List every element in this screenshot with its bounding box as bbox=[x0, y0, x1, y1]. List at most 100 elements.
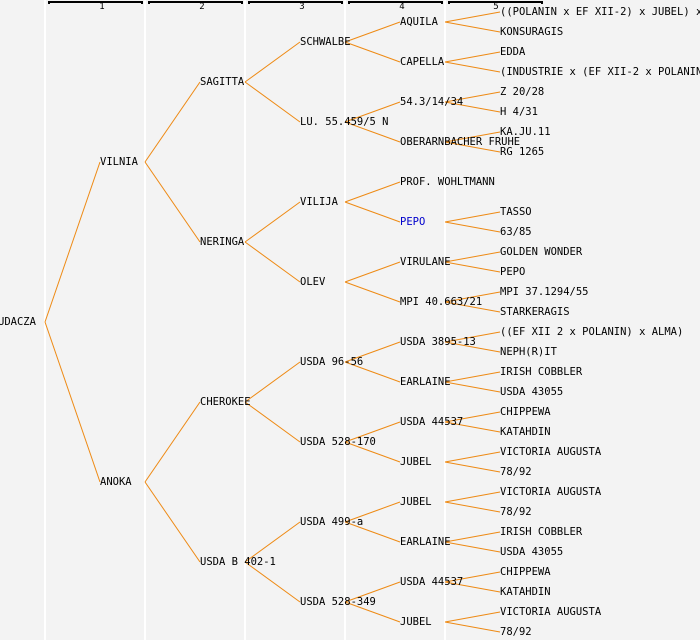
pedigree-node-gen-5[interactable]: GOLDEN WONDER bbox=[500, 246, 583, 258]
pedigree-node-gen-5[interactable]: 63/85 bbox=[500, 226, 532, 238]
pedigree-node-gen-5[interactable]: MPI 37.1294/55 bbox=[500, 286, 589, 298]
pedigree-node-gen-5[interactable]: CHIPPEWA bbox=[500, 566, 551, 578]
pedigree-node-gen-5[interactable]: IRISH COBBLER bbox=[500, 526, 583, 538]
pedigree-node-gen-5[interactable]: KA.JU.11 bbox=[500, 126, 551, 138]
pedigree-node-gen-4[interactable]: PEPO bbox=[400, 216, 426, 228]
pedigree-node-gen-4[interactable]: JUBEL bbox=[400, 496, 432, 508]
pedigree-node-gen-3[interactable]: SCHWALBE bbox=[300, 36, 351, 48]
pedigree-node-gen-2[interactable]: NERINGA bbox=[200, 236, 245, 248]
pedigree-node-gen-4[interactable]: JUBEL bbox=[400, 616, 432, 628]
pedigree-node-gen-5[interactable]: NEPH(R)IT bbox=[500, 346, 557, 358]
pedigree-node-gen-4[interactable]: USDA 3895-13 bbox=[400, 336, 476, 348]
pedigree-node-gen-4[interactable]: USDA 44537 bbox=[400, 416, 464, 428]
pedigree-node-gen-5[interactable]: VICTORIA AUGUSTA bbox=[500, 486, 602, 498]
pedigree-node-gen-5[interactable]: (INDUSTRIE x (EF XII-2 x POLANIN)) bbox=[500, 66, 700, 78]
connector-line bbox=[444, 411, 501, 423]
connector-line bbox=[344, 21, 401, 43]
connector-line bbox=[444, 251, 501, 263]
pedigree-node-gen-5[interactable]: STARKERAGIS bbox=[500, 306, 570, 318]
column-separator bbox=[444, 0, 446, 640]
pedigree-node-gen-3[interactable]: USDA 499-a bbox=[300, 516, 364, 528]
generation-header-bracket bbox=[148, 1, 243, 4]
pedigree-node-gen-5[interactable]: 78/92 bbox=[500, 626, 532, 638]
pedigree-node-gen-5[interactable]: EDDA bbox=[500, 46, 526, 58]
pedigree-node-gen-5[interactable]: Z 20/28 bbox=[500, 86, 545, 98]
connector-line bbox=[144, 81, 201, 163]
pedigree-node-gen-5[interactable]: KATAHDIN bbox=[500, 586, 551, 598]
pedigree-node-gen-2[interactable]: CHEROKEE bbox=[200, 396, 251, 408]
pedigree-node-gen-4[interactable]: 54.3/14/34 bbox=[400, 96, 464, 108]
pedigree-node-gen-3[interactable]: USDA 528-349 bbox=[300, 596, 376, 608]
pedigree-node-gen-5[interactable]: VICTORIA AUGUSTA bbox=[500, 446, 602, 458]
connector-line bbox=[344, 101, 401, 123]
connector-line bbox=[344, 521, 401, 543]
pedigree-root[interactable]: UDACZA bbox=[0, 316, 36, 328]
pedigree-node-gen-5[interactable]: CHIPPEWA bbox=[500, 406, 551, 418]
pedigree-node-gen-5[interactable]: 78/92 bbox=[500, 466, 532, 478]
pedigree-node-gen-1[interactable]: ANOKA bbox=[100, 476, 132, 488]
column-separator bbox=[144, 0, 146, 640]
pedigree-node-gen-5[interactable]: KATAHDIN bbox=[500, 426, 551, 438]
connector-line bbox=[344, 341, 401, 363]
pedigree-node-gen-5[interactable]: 78/92 bbox=[500, 506, 532, 518]
connector-line bbox=[444, 221, 501, 233]
pedigree-node-gen-5[interactable]: ((POLANIN x EF XII-2) x JUBEL) x bbox=[500, 6, 700, 18]
connector-line bbox=[444, 531, 501, 543]
connector-line bbox=[344, 181, 401, 203]
pedigree-node-gen-4[interactable]: MPI 40.663/21 bbox=[400, 296, 483, 308]
pedigree-node-gen-4[interactable]: VIRULANE bbox=[400, 256, 451, 268]
connector-line bbox=[44, 321, 101, 483]
pedigree-node-gen-4[interactable]: EARLAINE bbox=[400, 536, 451, 548]
connector-line bbox=[444, 371, 501, 383]
pedigree-node-gen-3[interactable]: LU. 55.459/5 N bbox=[300, 116, 389, 128]
pedigree-node-gen-5[interactable]: ((EF XII 2 x POLANIN) x ALMA) bbox=[500, 326, 684, 338]
pedigree-node-gen-3[interactable]: OLEV bbox=[300, 276, 326, 288]
pedigree-node-gen-5[interactable]: RG 1265 bbox=[500, 146, 545, 158]
pedigree-node-gen-4[interactable]: CAPELLA bbox=[400, 56, 445, 68]
connector-line bbox=[444, 101, 501, 113]
pedigree-node-gen-5[interactable]: VICTORIA AUGUSTA bbox=[500, 606, 602, 618]
connector-line bbox=[444, 91, 501, 103]
connector-line bbox=[444, 421, 501, 433]
connector-line bbox=[444, 11, 501, 23]
generation-header-1: 1 bbox=[99, 2, 105, 12]
pedigree-node-gen-5[interactable]: H 4/31 bbox=[500, 106, 538, 118]
connector-line bbox=[244, 201, 301, 243]
pedigree-node-gen-3[interactable]: USDA 96-56 bbox=[300, 356, 364, 368]
pedigree-node-gen-4[interactable]: AQUILA bbox=[400, 16, 438, 28]
connector-line bbox=[344, 501, 401, 523]
generation-header-3: 3 bbox=[299, 2, 305, 12]
pedigree-node-gen-4[interactable]: JUBEL bbox=[400, 456, 432, 468]
generation-header-2: 2 bbox=[199, 2, 205, 12]
generation-header-5: 5 bbox=[493, 2, 499, 12]
connector-line bbox=[444, 61, 501, 73]
pedigree-node-gen-5[interactable]: USDA 43055 bbox=[500, 546, 564, 558]
pedigree-node-gen-4[interactable]: USDA 44537 bbox=[400, 576, 464, 588]
connector-line bbox=[444, 211, 501, 223]
pedigree-node-gen-3[interactable]: VILIJA bbox=[300, 196, 338, 208]
pedigree-node-gen-5[interactable]: PEPO bbox=[500, 266, 526, 278]
pedigree-node-gen-1[interactable]: VILNIA bbox=[100, 156, 138, 168]
pedigree-node-gen-5[interactable]: KONSURAGIS bbox=[500, 26, 564, 38]
pedigree-node-gen-5[interactable]: USDA 43055 bbox=[500, 386, 564, 398]
pedigree-node-gen-2[interactable]: SAGITTA bbox=[200, 76, 245, 88]
connector-line bbox=[444, 581, 501, 593]
pedigree-node-gen-4[interactable]: PROF. WOHLTMANN bbox=[400, 176, 495, 188]
connector-line bbox=[144, 401, 201, 483]
connector-line bbox=[44, 161, 101, 323]
connector-line bbox=[444, 291, 501, 303]
connector-line bbox=[444, 541, 501, 553]
generation-header-bracket bbox=[448, 1, 543, 4]
connector-line bbox=[244, 561, 301, 603]
pedigree-node-gen-3[interactable]: USDA 528-170 bbox=[300, 436, 376, 448]
connector-line bbox=[244, 361, 301, 403]
connector-line bbox=[444, 261, 501, 273]
pedigree-node-gen-4[interactable]: EARLAINE bbox=[400, 376, 451, 388]
pedigree-node-gen-2[interactable]: USDA B 402-1 bbox=[200, 556, 276, 568]
pedigree-node-gen-4[interactable]: OBERARNBACHER FRUHE bbox=[400, 136, 521, 148]
pedigree-node-gen-5[interactable]: IRISH COBBLER bbox=[500, 366, 583, 378]
generation-header-bracket bbox=[48, 1, 143, 4]
pedigree-node-gen-5[interactable]: TASSO bbox=[500, 206, 532, 218]
